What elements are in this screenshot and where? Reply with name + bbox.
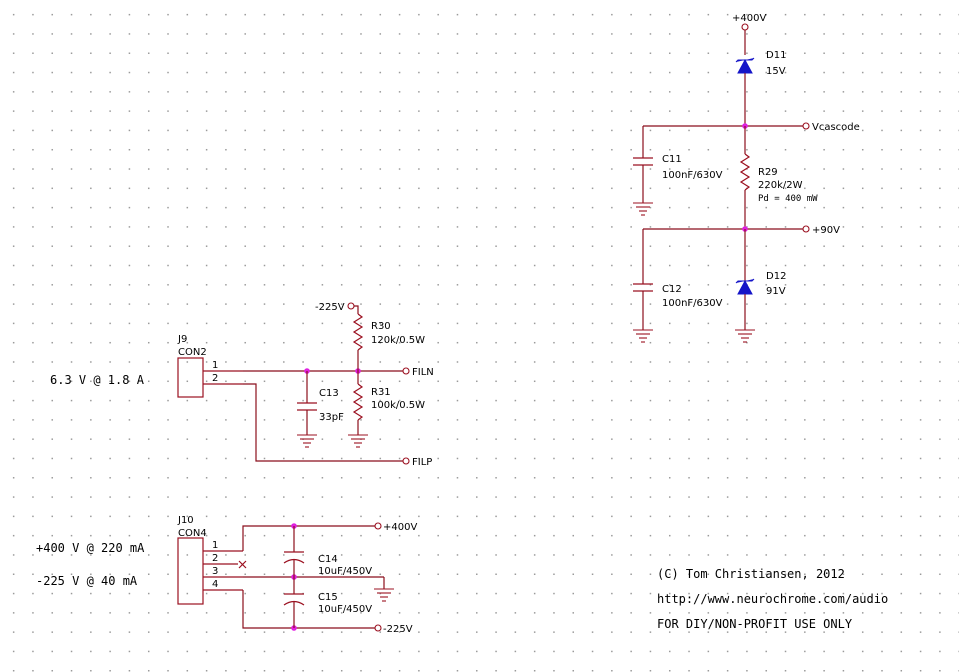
resistor-r31 bbox=[352, 371, 364, 435]
net-label-plus400-bottom: +400V bbox=[383, 522, 417, 533]
net-port-minus225-bottom bbox=[374, 624, 382, 632]
j9-note: 6.3 V @ 1.8 A bbox=[50, 373, 145, 387]
resistor-r29 bbox=[739, 126, 751, 229]
usage-text: FOR DIY/NON-PROFIT USE ONLY bbox=[657, 617, 853, 631]
j9-pin-1: 1 bbox=[212, 360, 218, 371]
r31-ref: R31 bbox=[371, 387, 391, 398]
j10-note-1: +400 V @ 220 mA bbox=[36, 541, 145, 555]
c14-value: 10uF/450V bbox=[318, 566, 372, 577]
r31-value: 100k/0.5W bbox=[371, 400, 425, 411]
credits-block: (C) Tom Christiansen, 2012 http://www.ne… bbox=[657, 567, 888, 631]
c11-ref: C11 bbox=[662, 154, 682, 165]
j10-type: CON4 bbox=[178, 528, 207, 539]
zener-diode-d12 bbox=[735, 229, 755, 330]
wire-minus225-bottom bbox=[242, 590, 375, 629]
connector-j10 bbox=[177, 537, 204, 605]
net-label-filn: FILN bbox=[412, 367, 434, 378]
net-port-minus225-top bbox=[347, 302, 355, 310]
d11-ref: D11 bbox=[766, 50, 786, 61]
ground-symbol bbox=[374, 588, 394, 602]
net-label-plus400-top: +400V bbox=[732, 13, 766, 24]
net-port-plus400-top bbox=[741, 23, 749, 31]
capacitor-c12 bbox=[633, 229, 653, 330]
d12-value: 91V bbox=[766, 286, 786, 297]
c15-value: 10uF/450V bbox=[318, 604, 372, 615]
cascode-supply: +400V D11 15V Vcascode C11 100nF/63 bbox=[633, 13, 860, 343]
ground-symbol bbox=[297, 434, 317, 448]
r29-note: Pd = 400 mW bbox=[758, 194, 818, 204]
c12-value: 100nF/630V bbox=[662, 298, 723, 309]
j10-pin-3: 3 bbox=[212, 566, 218, 577]
net-port-plus400-bottom bbox=[374, 522, 382, 530]
j9-type: CON2 bbox=[178, 347, 207, 358]
net-port-filn bbox=[402, 367, 410, 375]
ground-symbol bbox=[348, 434, 368, 448]
j10-pin-4: 4 bbox=[212, 579, 218, 590]
c13-ref: C13 bbox=[319, 388, 339, 399]
net-label-minus225-top: -225V bbox=[315, 302, 345, 313]
net-port-vcascode bbox=[802, 122, 810, 130]
j10-ref: J10 bbox=[177, 515, 194, 526]
copyright-text: (C) Tom Christiansen, 2012 bbox=[657, 567, 845, 581]
r30-value: 120k/0.5W bbox=[371, 335, 425, 346]
j10-note-2: -225 V @ 40 mA bbox=[36, 574, 138, 588]
j9-pin-2: 2 bbox=[212, 373, 218, 384]
net-label-minus225-bottom: -225V bbox=[383, 624, 413, 635]
r29-ref: R29 bbox=[758, 167, 778, 178]
net-port-plus90 bbox=[802, 225, 810, 233]
url-text: http://www.neurochrome.com/audio bbox=[657, 592, 888, 606]
capacitor-c11 bbox=[633, 126, 653, 203]
c12-ref: C12 bbox=[662, 284, 682, 295]
no-connect-mark bbox=[238, 560, 247, 569]
d11-value: 15V bbox=[766, 66, 786, 77]
c13-value: 33pF bbox=[319, 412, 344, 423]
ground-symbol bbox=[633, 202, 653, 216]
net-label-plus90: +90V bbox=[812, 225, 840, 236]
net-label-vcascode: Vcascode bbox=[812, 122, 860, 133]
net-label-filp: FILP bbox=[412, 457, 432, 468]
wire-plus400-bottom bbox=[242, 525, 375, 551]
capacitor-c14 bbox=[283, 526, 305, 577]
net-port-filp bbox=[402, 457, 410, 465]
capacitor-c15 bbox=[283, 577, 305, 628]
filament-section: J9 CON2 1 2 6.3 V @ 1.8 A FILN FILP C1 bbox=[50, 302, 434, 468]
wire-filp bbox=[243, 383, 403, 462]
resistor-r30 bbox=[352, 305, 364, 371]
j10-pin-2: 2 bbox=[212, 553, 218, 564]
connector-j9 bbox=[177, 357, 204, 398]
c14-ref: C14 bbox=[318, 554, 338, 565]
c15-ref: C15 bbox=[318, 592, 338, 603]
capacitor-c13 bbox=[297, 371, 317, 435]
r30-ref: R30 bbox=[371, 321, 391, 332]
d12-ref: D12 bbox=[766, 271, 786, 282]
j10-pin-1: 1 bbox=[212, 540, 218, 551]
ground-symbol bbox=[735, 329, 755, 343]
c11-value: 100nF/630V bbox=[662, 170, 723, 181]
r29-value: 220k/2W bbox=[758, 180, 803, 191]
ground-symbol bbox=[633, 329, 653, 343]
j9-ref: J9 bbox=[177, 334, 187, 345]
zener-diode-d11 bbox=[735, 57, 755, 126]
hv-input-section: J10 CON4 1 2 3 4 +400 V @ 220 mA -225 V … bbox=[36, 515, 417, 635]
